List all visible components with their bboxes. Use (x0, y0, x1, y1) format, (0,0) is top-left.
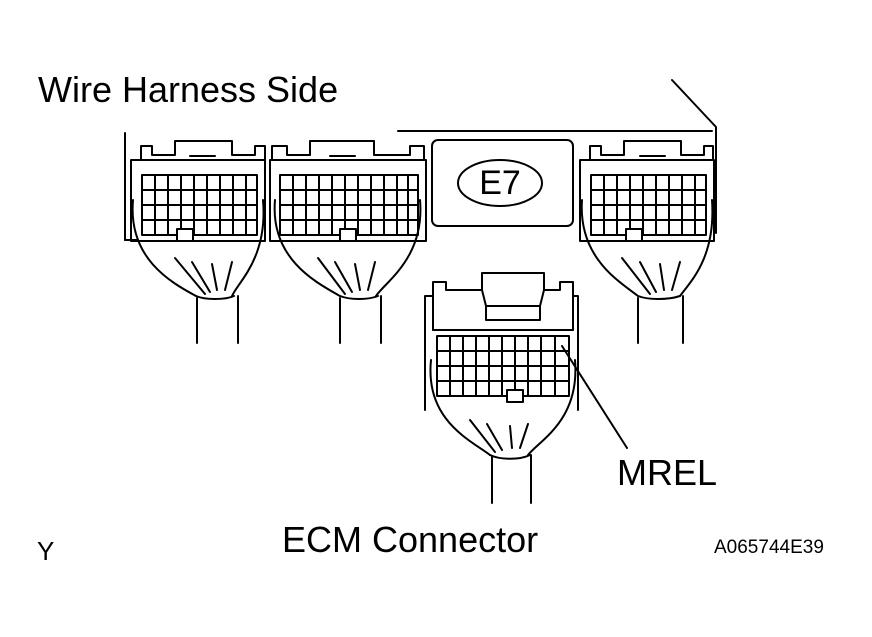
ecu-body-outline (124, 79, 717, 241)
figure-code: A065744E39 (714, 537, 824, 558)
connector-id-label: E7 (479, 164, 521, 202)
connector-4 (579, 140, 715, 344)
connector-2 (269, 140, 427, 344)
mrel-terminal-label: MREL (617, 452, 718, 493)
wire-harness-side-label: Wire Harness Side (38, 69, 339, 110)
corner-mark: Y (37, 536, 55, 566)
mrel-pointer-line (561, 345, 628, 449)
connector-2-pin-grid (279, 174, 419, 242)
e7-plate (431, 139, 574, 227)
connector-1 (130, 140, 266, 344)
connector-4-pin-grid (590, 174, 707, 242)
connector-1-pin-grid (141, 174, 258, 242)
ecm-connector-caption: ECM Connector (282, 519, 539, 560)
connector-front-pin-grid (436, 335, 570, 403)
connector-front (424, 272, 628, 504)
